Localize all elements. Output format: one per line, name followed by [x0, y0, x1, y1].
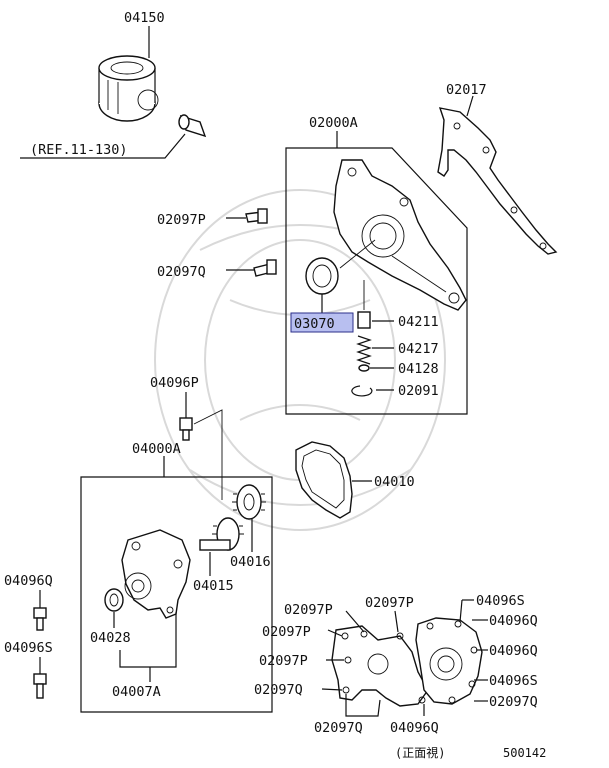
leader-b02097P-b	[394, 610, 399, 633]
label-04096S-left[interactable]: 04096S	[4, 640, 53, 656]
leader-b04096S-a2	[459, 599, 463, 623]
assembly-line-seal	[339, 239, 376, 269]
label-b02097P-d[interactable]: 02097P	[259, 653, 308, 669]
label-04000A[interactable]: 04000A	[132, 441, 181, 457]
water-pump[interactable]	[121, 529, 191, 619]
leader-b02097P-a	[345, 610, 365, 633]
label-b04096S-b[interactable]: 04096S	[489, 673, 538, 689]
pump-gasket[interactable]	[295, 441, 353, 519]
bolt-02097P-upper[interactable]	[245, 208, 268, 224]
label-03070[interactable]: 03070	[294, 316, 335, 332]
oil-pump-case[interactable]	[333, 159, 467, 311]
leader-b02097Q-b	[345, 694, 381, 717]
label-b02097Q-b[interactable]: 02097Q	[314, 720, 363, 736]
snap-ring[interactable]	[351, 385, 373, 397]
leader-ref	[20, 133, 186, 159]
bolt-04096P[interactable]	[179, 417, 193, 441]
filter-adapter[interactable]	[178, 114, 207, 138]
label-04217[interactable]: 04217	[398, 341, 439, 357]
leader-b02097P-c	[327, 629, 343, 637]
label-04010[interactable]: 04010	[374, 474, 415, 490]
label-04015[interactable]: 04015	[193, 578, 234, 594]
label-02017[interactable]: 02017	[446, 82, 487, 98]
label-04096Q-left[interactable]: 04096Q	[4, 573, 53, 589]
label-04016[interactable]: 04016	[230, 554, 271, 570]
label-b02097Q-a[interactable]: 02097Q	[254, 682, 303, 698]
relief-plunger[interactable]	[357, 311, 371, 329]
label-04150[interactable]: 04150	[124, 10, 165, 26]
label-04028[interactable]: 04028	[90, 630, 131, 646]
bolt-04096S-left[interactable]	[33, 673, 47, 699]
highlight-03070	[290, 312, 354, 333]
o-ring-04028[interactable]	[104, 588, 124, 612]
label-04096P[interactable]: 04096P	[150, 375, 199, 391]
gear-04015[interactable]	[199, 517, 244, 551]
label-02000A[interactable]: 02000A	[309, 115, 358, 131]
gear-04016[interactable]	[232, 484, 266, 520]
label-04211[interactable]: 04211	[398, 314, 439, 330]
bolt-04096Q-left[interactable]	[33, 607, 47, 631]
label-04128[interactable]: 04128	[398, 361, 439, 377]
label-b04096Q-a[interactable]: 04096Q	[489, 613, 538, 629]
washer[interactable]	[358, 364, 370, 372]
label-b04096S-a[interactable]: 04096S	[476, 593, 525, 609]
oil-seal[interactable]	[305, 257, 339, 295]
label-b02097P-c[interactable]: 02097P	[262, 624, 311, 640]
leader-02017	[466, 95, 474, 117]
front-view-caption: (正面視)	[395, 745, 445, 760]
diagram-number: 500142	[503, 746, 546, 760]
label-b02097P-b[interactable]: 02097P	[365, 595, 414, 611]
label-b04096Q-b[interactable]: 04096Q	[489, 643, 538, 659]
label-b02097Q-c[interactable]: 02097Q	[489, 694, 538, 710]
label-04007A[interactable]: 04007A	[112, 684, 161, 700]
label-ref[interactable]: (REF.11-130)	[30, 142, 128, 158]
group-box-04000A	[80, 476, 273, 713]
cover-gasket[interactable]	[437, 107, 558, 255]
bolt-02097Q-upper[interactable]	[253, 259, 277, 277]
label-02097P-upper[interactable]: 02097P	[157, 212, 206, 228]
front-view-assembly[interactable]	[331, 617, 483, 707]
label-b04096Q-c[interactable]: 04096Q	[390, 720, 439, 736]
label-02097Q-upper[interactable]: 02097Q	[157, 264, 206, 280]
label-02091[interactable]: 02091	[398, 383, 439, 399]
oil-filter[interactable]	[98, 55, 159, 122]
relief-spring[interactable]	[356, 335, 372, 365]
leader-b02097Q-a	[321, 688, 343, 691]
leader-04007A	[119, 612, 177, 682]
assembly-line-04096P	[193, 409, 223, 500]
group-box-02000A	[285, 147, 468, 415]
label-b02097P-a[interactable]: 02097P	[284, 602, 333, 618]
